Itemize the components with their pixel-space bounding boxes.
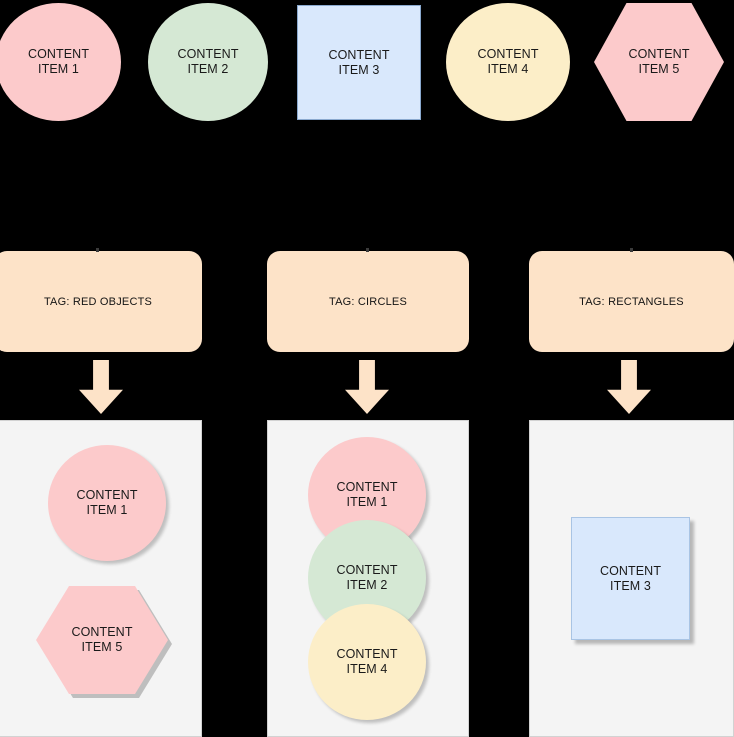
shape-label: CONTENT ITEM 2 [177,47,239,76]
tag-label: TAG: CIRCLES [329,295,407,308]
connector-stub [630,248,633,252]
tag-box-tag-rectangles[interactable]: TAG: RECTANGLES [529,248,734,352]
connector-stub [366,248,369,252]
connector-stub [96,248,99,252]
arrow-circles [345,360,389,414]
source-content-item-2-circle[interactable]: CONTENT ITEM 2 [148,3,268,121]
shape-label: CONTENT ITEM 1 [336,480,398,509]
shape-label: CONTENT ITEM 4 [336,647,398,676]
panel-red-objects-content-item-1-circle[interactable]: CONTENT ITEM 1 [48,445,166,561]
tag-box-tag-red-objects[interactable]: TAG: RED OBJECTS [0,248,202,352]
source-content-item-1-circle[interactable]: CONTENT ITEM 1 [0,3,121,121]
shape-label: CONTENT ITEM 5 [628,47,690,76]
arrow-red-objects [79,360,123,414]
tag-label: TAG: RED OBJECTS [43,295,153,308]
tag-label: TAG: RECTANGLES [579,295,684,308]
shape-label: CONTENT ITEM 5 [71,625,133,654]
tag-box-tag-circles[interactable]: TAG: CIRCLES [267,248,469,352]
panel-rectangles-content-item-3-rect[interactable]: CONTENT ITEM 3 [571,517,690,640]
shape-label: CONTENT ITEM 3 [599,563,662,593]
panel-circles-content-item-4-circle[interactable]: CONTENT ITEM 4 [308,604,426,720]
shape-label: CONTENT ITEM 4 [477,47,539,76]
arrow-rectangles [607,360,651,414]
shape-label: CONTENT ITEM 2 [336,563,398,592]
source-content-item-4-circle[interactable]: CONTENT ITEM 4 [446,3,570,121]
shape-label: CONTENT ITEM 1 [76,488,138,517]
source-content-item-5-hexagon[interactable]: CONTENT ITEM 5 [594,3,724,121]
shape-label: CONTENT ITEM 1 [27,47,90,76]
source-content-item-3-rect[interactable]: CONTENT ITEM 3 [297,5,421,120]
shape-label: CONTENT ITEM 3 [328,47,390,77]
